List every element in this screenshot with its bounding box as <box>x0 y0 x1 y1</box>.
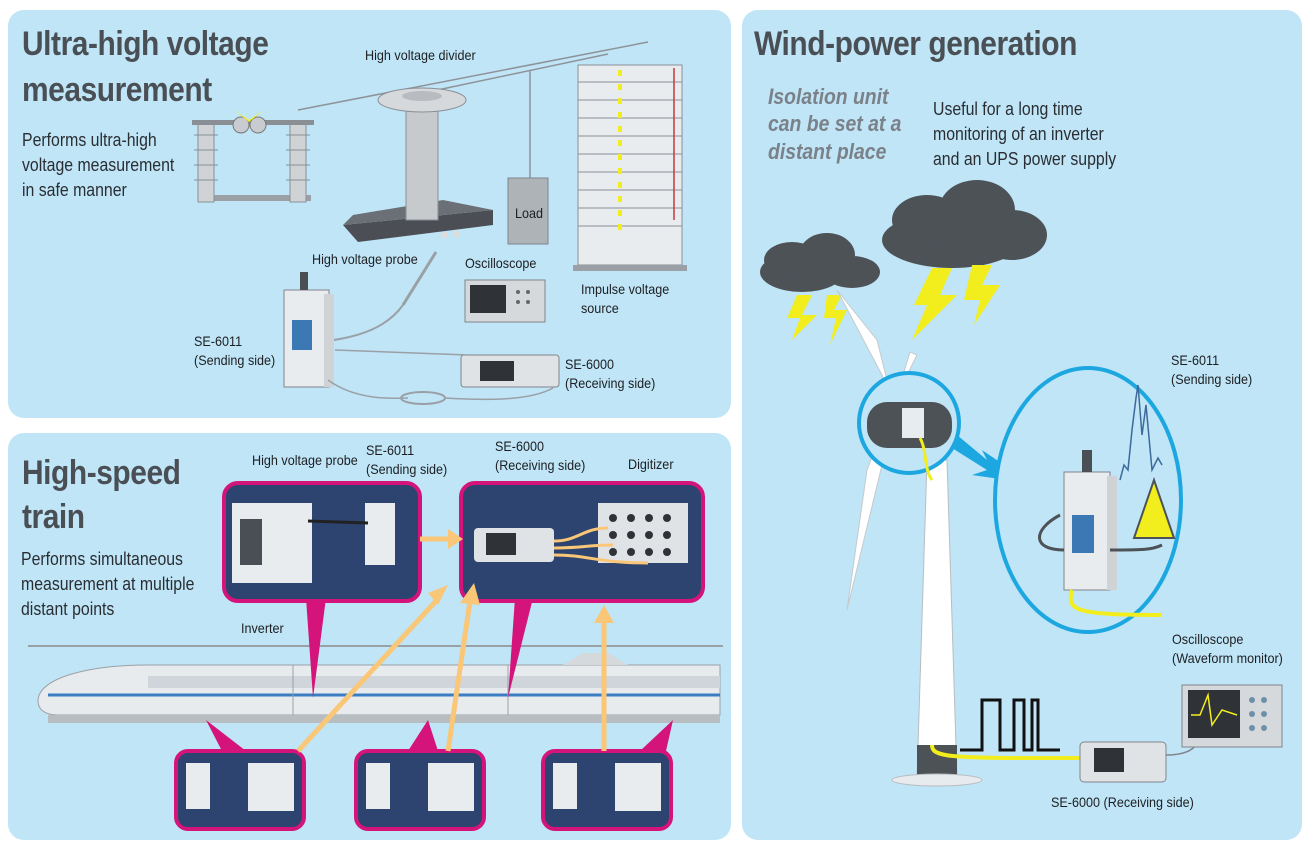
se6011-device <box>283 272 334 388</box>
impulse-source-tower <box>573 64 687 271</box>
train-title-line2: train <box>22 498 85 536</box>
label-oscilloscope-line2: (Waveform monitor) <box>1172 650 1283 666</box>
label-train-se6011-model: SE-6011 <box>366 442 415 458</box>
label-inverter: Inverter <box>241 620 284 636</box>
label-se6000-model: SE-6000 <box>565 356 615 372</box>
label-wind-se6000: SE-6000 (Receiving side) <box>1051 794 1194 810</box>
label-train-se6000-model: SE-6000 <box>495 438 545 454</box>
label-wind-se6011-model: SE-6011 <box>1171 352 1220 368</box>
oscilloscope-device <box>464 279 546 323</box>
uhv-title-line2: measurement <box>22 71 212 109</box>
wind-title: Wind-power generation <box>754 25 1077 63</box>
storm-clouds <box>760 180 1047 292</box>
wind-note-line3: distant place <box>768 139 887 164</box>
wind-illustration <box>760 180 1283 787</box>
wind-note-line1: Isolation unit <box>768 84 889 109</box>
train-illustration <box>28 481 723 831</box>
label-se6011-model: SE-6011 <box>194 333 243 349</box>
label-wind-se6011-role: (Sending side) <box>1171 371 1253 387</box>
load-box <box>507 177 549 245</box>
pulse-waveform <box>960 698 1060 752</box>
uhv-desc-line2: voltage measurement <box>22 155 175 175</box>
wind-desc-line2: monitoring of an inverter <box>933 124 1104 144</box>
label-high-voltage-probe: High voltage probe <box>312 251 418 267</box>
train-desc-line3: distant points <box>21 599 115 619</box>
lightning-bolts <box>787 265 1000 345</box>
wind-desc-line3: and an UPS power supply <box>933 149 1117 169</box>
wind-panel: Wind-power generation Isolation unit can… <box>742 10 1302 840</box>
wind-note-line2: can be set at a <box>768 111 902 136</box>
label-oscilloscope: Oscilloscope <box>465 255 537 271</box>
train-desc-line1: Performs simultaneous <box>21 549 183 569</box>
label-impulse-line1: Impulse voltage <box>581 281 670 297</box>
label-load: Load <box>515 205 544 221</box>
label-train-se6000-role: (Receiving side) <box>495 457 586 473</box>
label-high-voltage-divider: High voltage divider <box>365 47 476 63</box>
train-desc-line2: measurement at multiple <box>21 574 195 594</box>
train-body <box>37 653 721 723</box>
uhv-desc-line1: Performs ultra-high <box>22 130 157 150</box>
wind-se6000-device <box>1079 741 1167 783</box>
zoom-se6011-device <box>1063 450 1117 591</box>
label-oscilloscope-line1: Oscilloscope <box>1172 631 1244 647</box>
label-se6000-role: (Receiving side) <box>565 375 656 391</box>
uhv-panel: Ultra-high voltage measurement Performs … <box>8 10 731 418</box>
label-train-se6011-role: (Sending side) <box>366 461 448 477</box>
zoom-arrow <box>952 435 1007 480</box>
train-title-line1: High-speed <box>22 454 181 492</box>
train-panel: High-speed train Performs simultaneous m… <box>8 433 731 840</box>
se6000-device <box>460 354 560 388</box>
wind-desc-line1: Useful for a long time <box>933 99 1083 119</box>
label-train-probe: High voltage probe <box>252 452 358 468</box>
insulator-frame <box>192 110 314 203</box>
uhv-title-line1: Ultra-high voltage <box>22 25 269 63</box>
voltage-divider <box>343 87 493 242</box>
uhv-illustration <box>192 41 687 405</box>
label-digitizer: Digitizer <box>628 456 674 472</box>
label-impulse-line2: source <box>581 300 619 316</box>
label-se6011-role: (Sending side) <box>194 352 276 368</box>
uhv-desc-line3: in safe manner <box>22 180 127 200</box>
waveform-monitor-device <box>1181 684 1283 748</box>
signal-arrows <box>296 529 614 753</box>
